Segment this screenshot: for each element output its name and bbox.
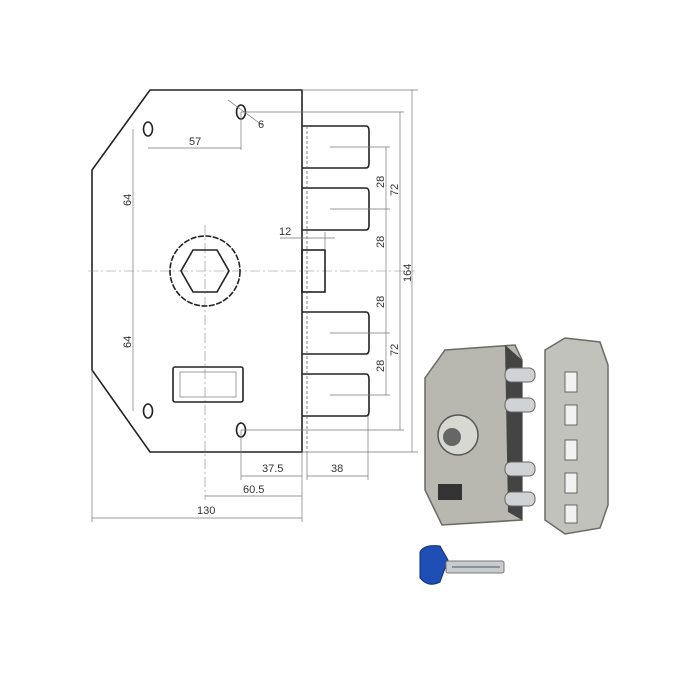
key (419, 545, 505, 585)
lock-plate-drawing: 6 57 64 64 12 28 28 28 28 72 72 164 37.5… (88, 89, 418, 522)
dim-57: 57 (189, 136, 201, 148)
dim-130: 130 (197, 505, 215, 517)
dim-72-upper: 72 (389, 184, 401, 196)
cylinder-rosette (169, 235, 241, 307)
dim-28-4: 28 (375, 360, 387, 372)
dim-28-2: 28 (375, 236, 387, 248)
mounting-holes (142, 104, 247, 438)
dim-60-5: 60.5 (243, 484, 264, 496)
dimension-lines (91, 89, 418, 522)
dim-64-lower: 64 (122, 336, 134, 348)
lever-button (172, 366, 244, 403)
dim-64-upper: 64 (122, 194, 134, 206)
latch (301, 249, 326, 293)
dim-72-lower: 72 (389, 344, 401, 356)
dim-hole-diameter: 6 (258, 119, 264, 131)
dim-164: 164 (402, 264, 414, 282)
dimension-labels: 6 57 64 64 12 28 28 28 28 72 72 164 37.5… (122, 119, 414, 517)
dim-38: 38 (331, 463, 343, 475)
dim-37-5: 37.5 (262, 463, 283, 475)
dim-12: 12 (279, 226, 291, 238)
lock-product-photo (419, 337, 609, 585)
dim-28-1: 28 (375, 176, 387, 188)
bolts (302, 125, 370, 452)
dim-28-3: 28 (375, 296, 387, 308)
